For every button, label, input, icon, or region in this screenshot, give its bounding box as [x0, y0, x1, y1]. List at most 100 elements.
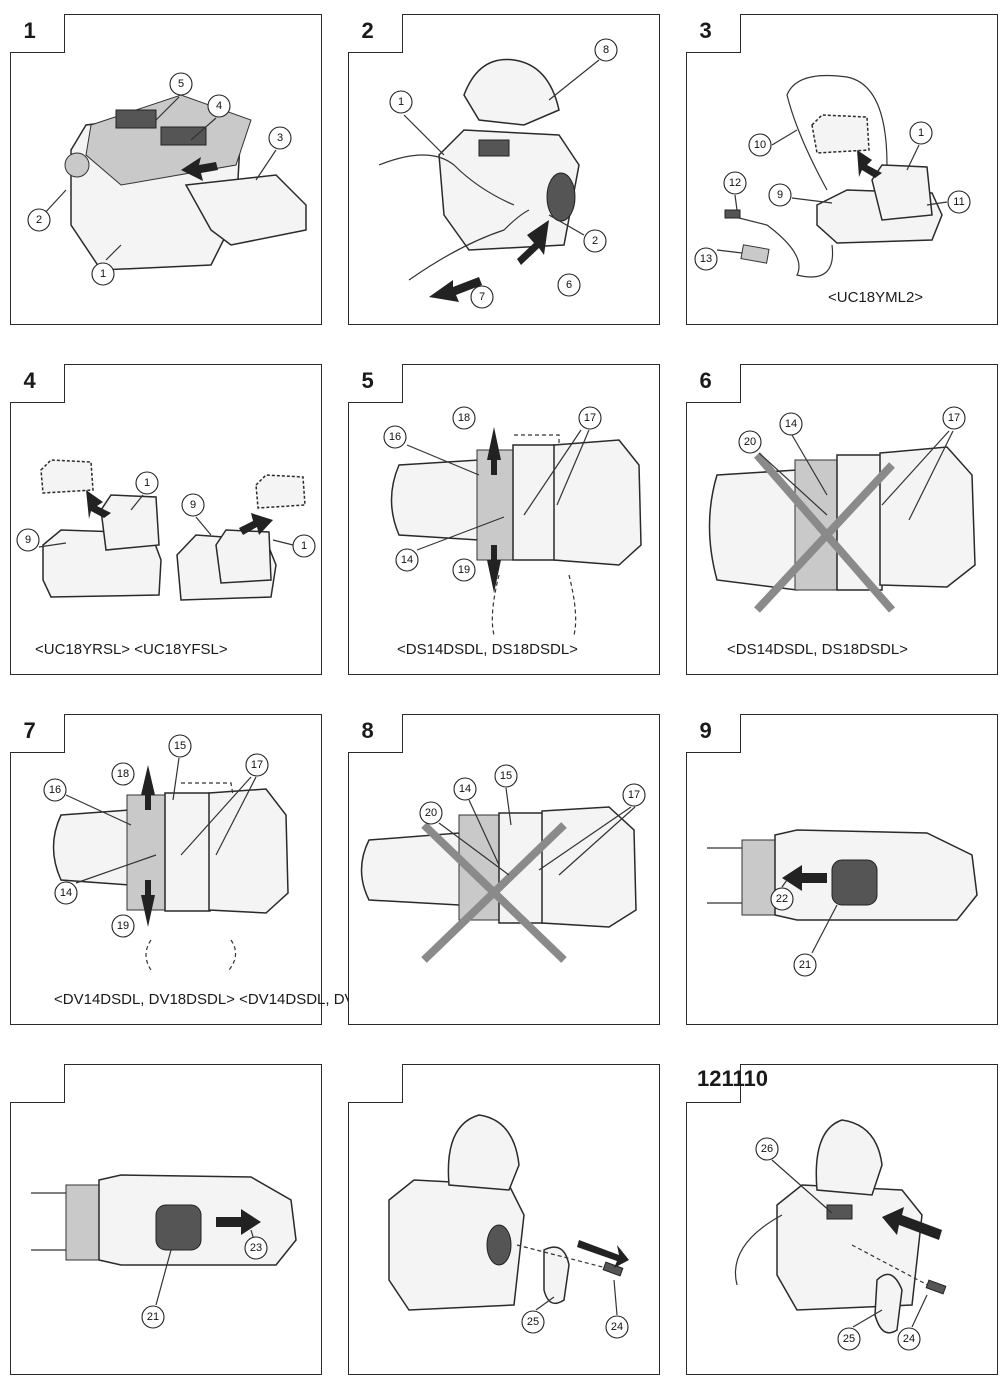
svg-text:25: 25: [843, 1333, 855, 1345]
figure-tab: 7: [9, 713, 65, 753]
svg-text:12: 12: [729, 177, 741, 189]
svg-text:18: 18: [458, 412, 470, 424]
callout-group: 1 9 10 11 12 13: [694, 121, 971, 271]
svg-text:18: 18: [117, 768, 129, 780]
svg-text:23: 23: [250, 1242, 262, 1254]
svg-text:25: 25: [527, 1316, 539, 1328]
svg-text:22: 22: [776, 893, 788, 905]
figure-2: 2 1 2 6 7 8: [347, 13, 660, 325]
svg-text:16: 16: [389, 431, 401, 443]
callout-group: 24 25 26: [755, 1137, 928, 1351]
charger-illustration: 1 9 9 1: [16, 459, 316, 601]
battery-removal-illustration: 1 2 6 7 8: [378, 38, 618, 309]
figure-number: 4: [23, 367, 36, 393]
figure-number: 6: [699, 367, 712, 393]
svg-text:14: 14: [459, 783, 471, 795]
svg-text:17: 17: [628, 789, 640, 801]
svg-text:1: 1: [301, 540, 307, 552]
figure-tab: 9: [685, 713, 741, 753]
callout-group: 1 9 9 1: [16, 471, 316, 558]
svg-text:2: 2: [36, 214, 42, 226]
svg-text:6: 6: [566, 279, 572, 291]
figure-3: 3 1 9 10 11 12 13 <UC18YML2>: [685, 13, 998, 325]
svg-text:7: 7: [479, 291, 485, 303]
svg-text:19: 19: [117, 920, 129, 932]
svg-text:19: 19: [458, 564, 470, 576]
figure-number: 5: [361, 367, 374, 393]
clutch-dial-illustration: 14 16 17 18 19: [383, 406, 642, 636]
incorrect-dial-illustration: 14 15 17 20: [360, 764, 646, 963]
figure-8: 8 14 15 17 20: [347, 713, 660, 1025]
figure-tab: [685, 1063, 741, 1103]
svg-text:14: 14: [785, 418, 797, 430]
figure-caption: <DS14DSDL, DS18DSDL>: [397, 641, 578, 658]
figure-tab: 5: [347, 363, 403, 403]
figure-number: 7: [23, 717, 36, 743]
svg-text:9: 9: [777, 189, 783, 201]
callout-group: 24 25: [521, 1279, 629, 1339]
figure-number: 2: [361, 17, 374, 43]
svg-text:1: 1: [144, 477, 150, 489]
callout-group: 14 15 17 20: [419, 764, 646, 876]
figure-1: 1 1 2 3 4 5: [9, 13, 322, 325]
svg-text:24: 24: [611, 1321, 623, 1333]
callout-group: 14 17 20: [738, 406, 966, 521]
svg-text:15: 15: [174, 740, 186, 752]
hook-attachment-illustration: 24 25 26: [735, 1119, 947, 1351]
callout-group: 1 2 3 4 5: [27, 72, 292, 286]
svg-text:3: 3: [277, 132, 283, 144]
figure-6: 6 14 17 20 <DS14DSDL, DS18DSDL>: [685, 363, 998, 675]
svg-text:17: 17: [251, 759, 263, 771]
svg-text:15: 15: [500, 770, 512, 782]
svg-text:11: 11: [953, 196, 964, 208]
svg-text:4: 4: [216, 100, 222, 112]
figure-11: 24 25: [347, 1063, 660, 1375]
hook-removal-illustration: 24 25: [388, 1114, 629, 1339]
callout-group: 14 16 17 18 19: [383, 406, 602, 582]
svg-text:13: 13: [700, 253, 712, 265]
svg-text:16: 16: [49, 784, 61, 796]
figure-tab: 4: [9, 363, 65, 403]
svg-text:1: 1: [100, 268, 106, 280]
figure-tab: [9, 1063, 65, 1103]
svg-text:21: 21: [799, 959, 811, 971]
figure-tab: [347, 1063, 403, 1103]
svg-text:26: 26: [761, 1143, 773, 1155]
callout-group: 21 23: [141, 1229, 268, 1329]
figure-7: 7 14 15 16 17 18 19 <DV14DSDL, DV18DSDL>…: [9, 713, 420, 1025]
figure-number: 1: [23, 17, 36, 43]
figure-tab: 6: [685, 363, 741, 403]
figure-tab: 1: [9, 13, 65, 53]
svg-text:9: 9: [25, 534, 31, 546]
svg-text:17: 17: [584, 412, 596, 424]
speed-switch-illustration: 21 23: [31, 1174, 297, 1329]
svg-text:14: 14: [401, 554, 413, 566]
figure-tab: 2: [347, 13, 403, 53]
charger-car-illustration: 1 9 10 11 12 13: [694, 74, 971, 278]
figure-5: 5 14 16 17 18 19 <DS14DSDL, DS18DSDL>: [347, 363, 660, 675]
callout-group: 14 15 16 17 18 19: [43, 734, 269, 938]
svg-text:9: 9: [190, 499, 196, 511]
incorrect-dial-illustration: 14 17 20: [708, 406, 976, 613]
svg-text:17: 17: [948, 412, 960, 424]
figure-number: 121110: [697, 1066, 768, 1091]
callout-group: 21 22: [770, 879, 838, 977]
svg-text:2: 2: [592, 235, 598, 247]
figure-10: 21 23: [9, 1063, 322, 1375]
svg-text:10: 10: [754, 139, 766, 151]
svg-text:8: 8: [603, 44, 609, 56]
figure-number: 9: [699, 717, 712, 743]
figure-caption: <DS14DSDL, DS18DSDL>: [727, 641, 908, 658]
figure-caption: <UC18YRSL> <UC18YFSL>: [35, 641, 228, 658]
figure-caption: <DV14DSDL, DV18DSDL> <DV14DSDL, DV18DSDL…: [54, 991, 421, 1008]
svg-text:20: 20: [744, 436, 756, 448]
figure-tab: 8: [347, 713, 403, 753]
clutch-dial-illustration: 14 15 16 17 18 19: [43, 734, 289, 971]
figure-tab: 3: [685, 13, 741, 53]
svg-text:24: 24: [903, 1333, 915, 1345]
svg-text:14: 14: [60, 887, 72, 899]
svg-text:1: 1: [918, 127, 924, 139]
figure-number: 8: [361, 717, 374, 743]
figure-4: 4 1 9 9 1 <UC18YRSL> <UC18YFSL>: [9, 363, 322, 675]
figure-9: 9 21 22: [685, 713, 998, 1025]
